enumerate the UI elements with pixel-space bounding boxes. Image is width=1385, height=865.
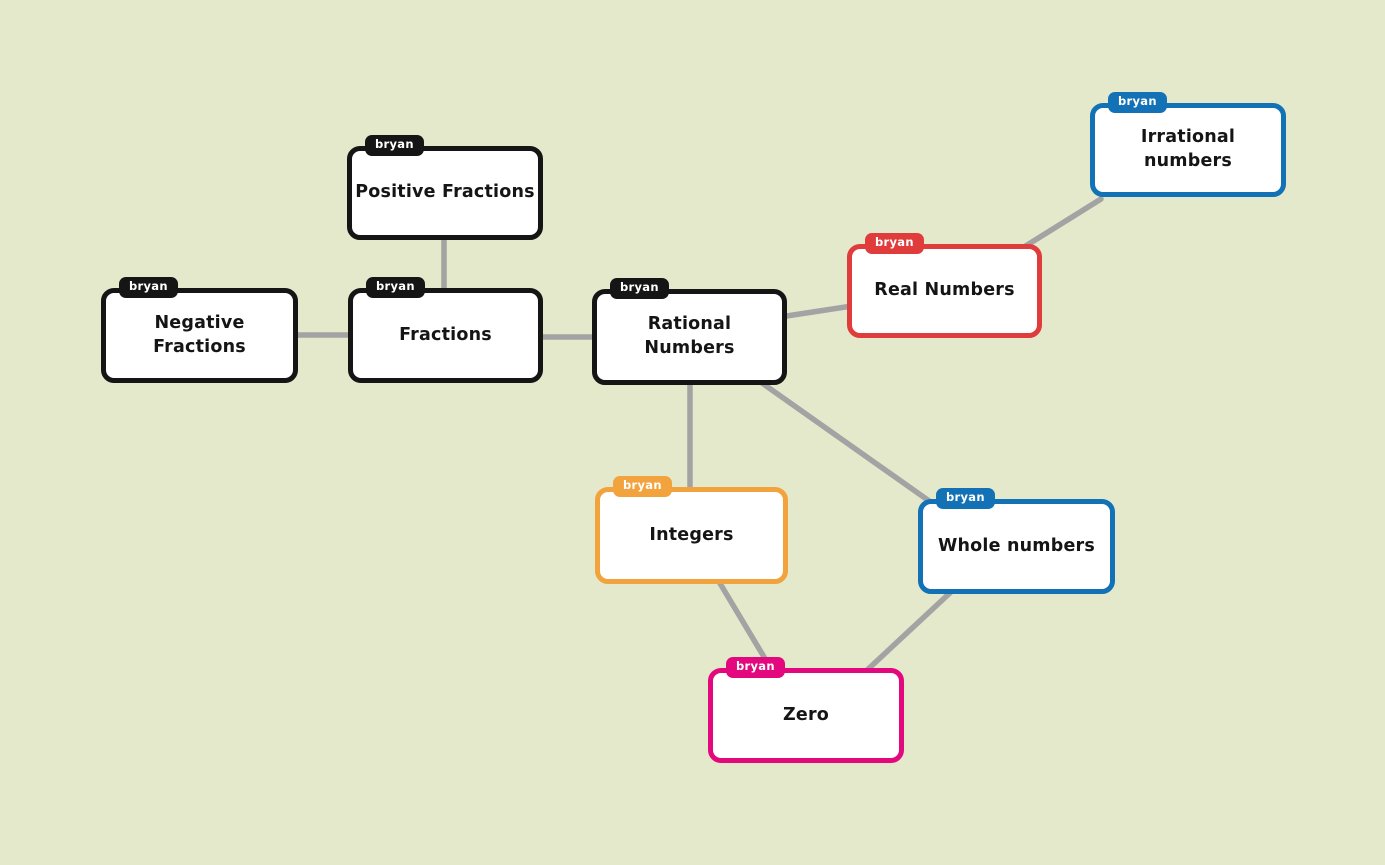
author-badge: bryan	[613, 476, 672, 497]
node-label: Integers	[649, 524, 734, 545]
node-label: Fractions	[399, 324, 492, 345]
edge-rational-numbers-real-numbers[interactable]	[777, 303, 855, 320]
author-badge: bryan	[365, 135, 424, 156]
edge-real-numbers-irrational-numbers[interactable]	[1021, 196, 1104, 250]
author-badge: bryan	[366, 277, 425, 298]
node-negative-fractions[interactable]: bryan Negative Fractions	[101, 277, 298, 383]
author-badge: bryan	[936, 488, 995, 509]
node-fractions[interactable]: bryan Fractions	[348, 277, 543, 383]
node-label: Negative Fractions	[153, 312, 246, 357]
node-irrational-numbers[interactable]: bryan Irrational numbers	[1090, 92, 1286, 197]
node-label: Whole numbers	[938, 535, 1095, 556]
node-label: Irrational numbers	[1140, 127, 1236, 171]
author-badge: bryan	[119, 277, 178, 298]
node-rational-numbers[interactable]: bryan Rational Numbers	[592, 278, 787, 385]
node-positive-fractions[interactable]: bryan Positive Fractions	[347, 135, 543, 240]
edge-whole-numbers-zero[interactable]	[862, 588, 955, 675]
author-badge: bryan	[610, 278, 669, 299]
node-label: Positive Fractions	[355, 182, 535, 203]
node-label: Rational Numbers	[644, 314, 735, 358]
author-badge: bryan	[726, 657, 785, 678]
node-whole-numbers[interactable]: bryan Whole numbers	[918, 488, 1115, 594]
edge-rational-numbers-whole-numbers[interactable]	[759, 380, 935, 506]
node-real-numbers[interactable]: bryan Real Numbers	[847, 233, 1042, 338]
node-integers[interactable]: bryan Integers	[595, 476, 788, 584]
author-badge: bryan	[865, 233, 924, 254]
author-badge: bryan	[1108, 92, 1167, 113]
node-label: Real Numbers	[874, 280, 1015, 301]
node-zero[interactable]: bryan Zero	[708, 657, 904, 763]
edge-integers-zero[interactable]	[715, 577, 776, 675]
node-label: Zero	[782, 704, 829, 725]
